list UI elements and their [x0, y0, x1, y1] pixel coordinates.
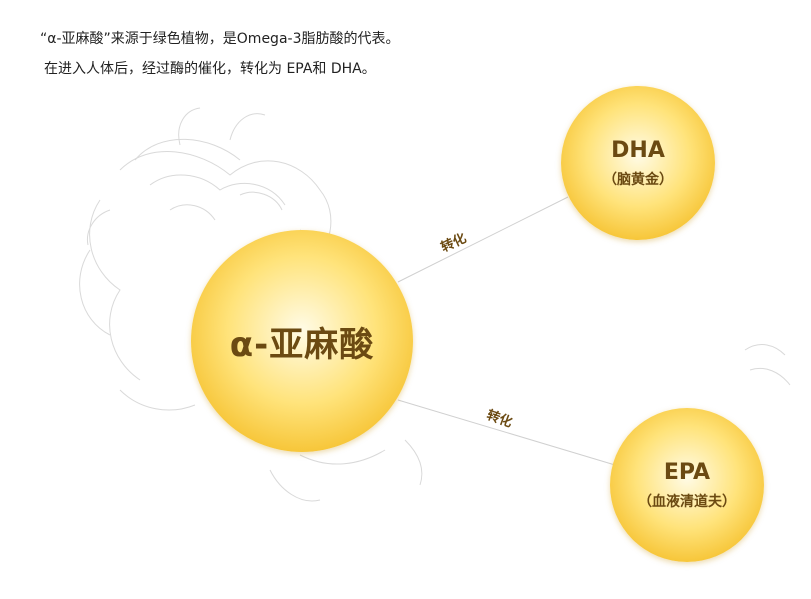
epa-subtitle: （血液清道夫）	[638, 493, 736, 510]
intro-text: “α-亚麻酸”来源于绿色植物，是Omega-3脂肪酸的代表。 在进入人体后，经过…	[40, 24, 399, 84]
epa-title: EPA	[663, 459, 711, 485]
dha-circle: DHA （脑黄金）	[561, 86, 715, 240]
intro-line-1: “α-亚麻酸”来源于绿色植物，是Omega-3脂肪酸的代表。	[40, 31, 400, 47]
intro-line-2: 在进入人体后，经过酶的催化，转化为 EPA和 DHA。	[44, 61, 376, 77]
ala-title: α-亚麻酸	[229, 324, 375, 365]
dha-subtitle: （脑黄金）	[603, 171, 673, 188]
dha-title: DHA	[611, 137, 665, 163]
ala-circle: α-亚麻酸	[191, 230, 413, 452]
line-ala-to-dha	[397, 196, 569, 283]
epa-circle: EPA （血液清道夫）	[610, 408, 764, 562]
line-ala-to-epa	[397, 399, 616, 466]
connector-lines	[397, 196, 616, 466]
